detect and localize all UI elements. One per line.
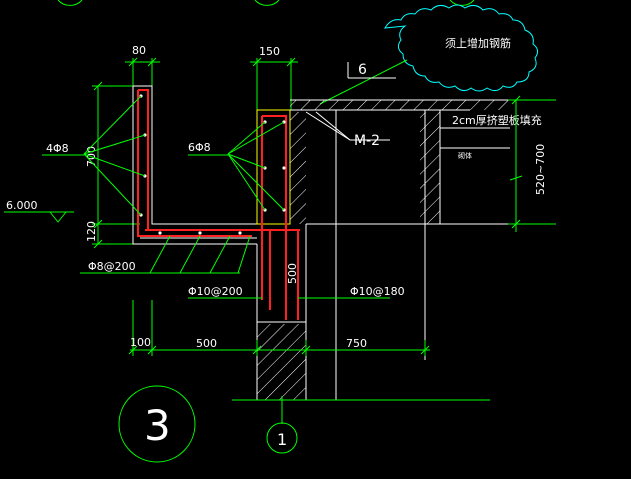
wall-hatch-right bbox=[420, 112, 440, 224]
bar-leaders-left bbox=[42, 95, 146, 216]
bars-right-label: 6Φ8 bbox=[188, 141, 211, 154]
dim-bottom bbox=[128, 300, 430, 356]
elevation-label: 6.000 bbox=[6, 199, 38, 212]
dim-drop: 500 bbox=[286, 263, 299, 284]
dim-top-left-label: 80 bbox=[132, 44, 146, 57]
member-leaders bbox=[305, 111, 390, 141]
dim-right-vertical bbox=[508, 95, 556, 232]
axis-bubble bbox=[266, 422, 298, 454]
revision-cloud bbox=[384, 4, 539, 92]
dim-top-right bbox=[250, 57, 298, 110]
concrete-outline bbox=[132, 85, 520, 400]
dim-right-height: 520~700 bbox=[534, 144, 547, 195]
dim-top-left bbox=[125, 57, 160, 88]
dim-slab-thickness: 120 bbox=[85, 221, 98, 242]
slab-bar-leaders bbox=[80, 235, 251, 274]
dim-lower-length: 750 bbox=[346, 337, 367, 350]
rebar-cage bbox=[137, 89, 300, 320]
detail-number: 3 bbox=[144, 401, 171, 450]
stirrup-right-label: Φ10@180 bbox=[350, 285, 405, 298]
section-ref-mark bbox=[347, 62, 396, 79]
roof-hatch bbox=[290, 100, 510, 110]
wall-hatch-upper bbox=[290, 112, 306, 224]
stirrup-left-label: Φ10@200 bbox=[188, 285, 243, 298]
dim-left-vertical bbox=[92, 81, 140, 249]
cloud-note: 须上增加钢筋 bbox=[445, 36, 511, 50]
axis-number: 1 bbox=[277, 430, 287, 449]
cloud-leader bbox=[319, 59, 408, 105]
small-note: 砌体 bbox=[458, 151, 472, 160]
section-ref-number: 6 bbox=[358, 62, 367, 78]
dim-slab-length: 500 bbox=[196, 337, 217, 350]
detail-bubble bbox=[118, 385, 196, 463]
dim-top-right-label: 150 bbox=[259, 45, 280, 58]
elevation-marker bbox=[4, 211, 74, 223]
dim-edge-offset: 100 bbox=[130, 336, 151, 349]
member-label: M-2 bbox=[354, 133, 380, 149]
axis-line bbox=[232, 396, 490, 424]
bar-leaders-right bbox=[188, 121, 285, 211]
wall-hatch-lower bbox=[257, 324, 306, 400]
slab-bars-label: Φ8@200 bbox=[88, 260, 136, 273]
fill-note: 2cm厚挤塑板填充 bbox=[452, 113, 542, 127]
top-axis-circles bbox=[57, 0, 475, 6]
bars-left-label: 4Φ8 bbox=[46, 142, 69, 155]
